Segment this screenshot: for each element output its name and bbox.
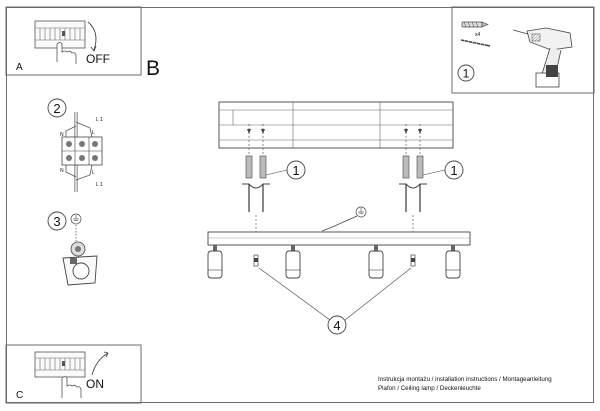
wire-n-bottom: N — [60, 168, 64, 174]
mounting-bracket-right — [399, 155, 427, 212]
ground-step: 3 — [47, 211, 98, 286]
hand-icon-c — [61, 376, 82, 398]
panel-a: A OFF — [5, 6, 142, 76]
panel-a-action: OFF — [86, 52, 110, 66]
callout-right: 1 — [450, 163, 457, 178]
panel-a-letter: A — [16, 62, 23, 73]
wire-n-top: N — [60, 132, 64, 138]
spotlight-1 — [207, 245, 223, 279]
ground-symbol-bar-icon — [321, 206, 367, 232]
panel-c-action: ON — [86, 377, 104, 391]
spotlight-3 — [368, 245, 384, 279]
callout-left: 1 — [292, 163, 299, 178]
drill-icon — [512, 27, 573, 88]
turn-off-arrow-icon — [87, 21, 97, 51]
ceiling-section — [218, 101, 454, 149]
footer-caption: Instrukcja montażu / installation instru… — [378, 376, 552, 393]
bar-screw-right — [410, 254, 416, 267]
bar-screw-left — [253, 254, 259, 267]
wiring-step: 2 L 1 N L N L L 1 — [47, 98, 103, 192]
wire-l1-bottom: L 1 — [96, 182, 103, 188]
step3-number: 3 — [53, 214, 60, 229]
instruction-sheet-frame — [6, 7, 594, 403]
ground-symbol-icon — [70, 213, 82, 225]
panel-c-letter: C — [16, 390, 23, 401]
hand-icon — [56, 42, 77, 64]
tools-step-number: 1 — [463, 67, 470, 81]
spotlight-4 — [445, 245, 461, 279]
tools-count-label: x4 — [475, 32, 481, 38]
ground-terminal-icon — [62, 241, 98, 286]
wire-l-top: L — [92, 130, 95, 136]
footer-line-1: Instrukcja montażu / installation instru… — [378, 376, 552, 383]
screw-icon — [460, 38, 491, 48]
spotlight-2 — [285, 245, 301, 279]
footer-line-2: Plafon / Ceiling lamp / Deckenleuchte — [378, 384, 481, 392]
wire-l-bottom: L — [92, 170, 95, 176]
panel-c: C ON — [5, 344, 142, 404]
wall-plug-icon — [461, 21, 489, 28]
panel-b-letter: B — [146, 57, 160, 80]
tools-panel: x4 1 — [451, 6, 595, 94]
fuse-box-icon-c — [34, 351, 86, 378]
turn-on-arrow-icon — [91, 352, 109, 376]
terminal-block-icon — [61, 112, 103, 192]
wire-l1-top: L 1 — [96, 117, 103, 123]
lamp-bar — [207, 231, 471, 246]
callout-bottom: 4 — [333, 318, 340, 333]
step2-number: 2 — [53, 101, 60, 116]
mounting-bracket-left — [242, 155, 270, 212]
